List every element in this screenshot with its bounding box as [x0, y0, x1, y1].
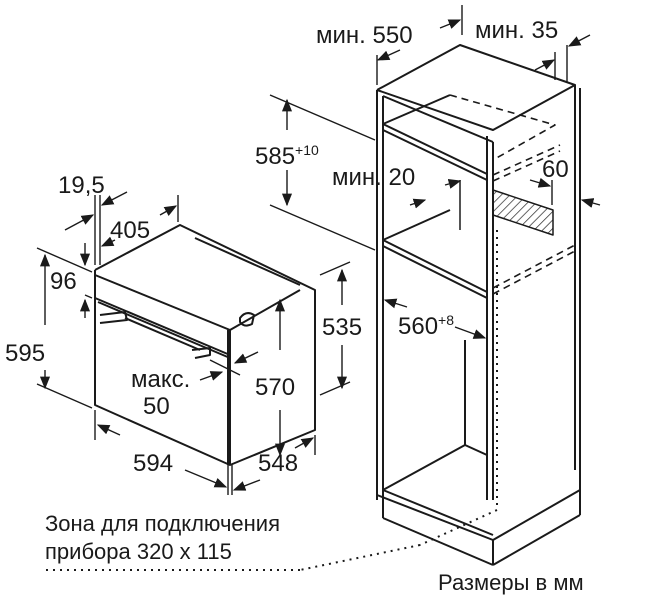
niche-width-value: 560: [398, 313, 439, 340]
label-panel-height: 96: [50, 268, 77, 295]
label-max-offset-value: 50: [143, 393, 170, 420]
label-top-depth: 405: [110, 217, 151, 244]
connection-zone-line2: прибора 320 x 115: [45, 539, 232, 564]
niche-width-tolerance: +8: [438, 312, 455, 328]
label-total-height: 595: [5, 340, 46, 367]
connection-zone-line1: Зона для подключения: [45, 511, 280, 536]
niche-height-tolerance: +10: [295, 142, 319, 158]
label-body-height: 570: [255, 374, 296, 401]
label-oven-depth: 548: [258, 450, 299, 477]
label-vent-depth: 60: [542, 156, 569, 183]
label-min-vent: мин. 20: [332, 164, 416, 191]
label-front-thickness: 19,5: [58, 172, 105, 199]
label-min-depth: мин. 550: [316, 22, 413, 49]
label-max-offset: макс.: [131, 366, 191, 393]
niche-height-value: 585: [255, 143, 296, 170]
label-niche-width: 560+8: [398, 313, 454, 339]
label-oven-width: 594: [133, 450, 174, 477]
oven: [94, 224, 316, 466]
label-niche-height: 585+10: [255, 143, 319, 169]
label-side-height: 535: [322, 314, 363, 341]
cabinet: [376, 44, 581, 566]
units-note: Размеры в мм: [438, 570, 584, 595]
label-min-rear-gap: мин. 35: [475, 17, 559, 44]
